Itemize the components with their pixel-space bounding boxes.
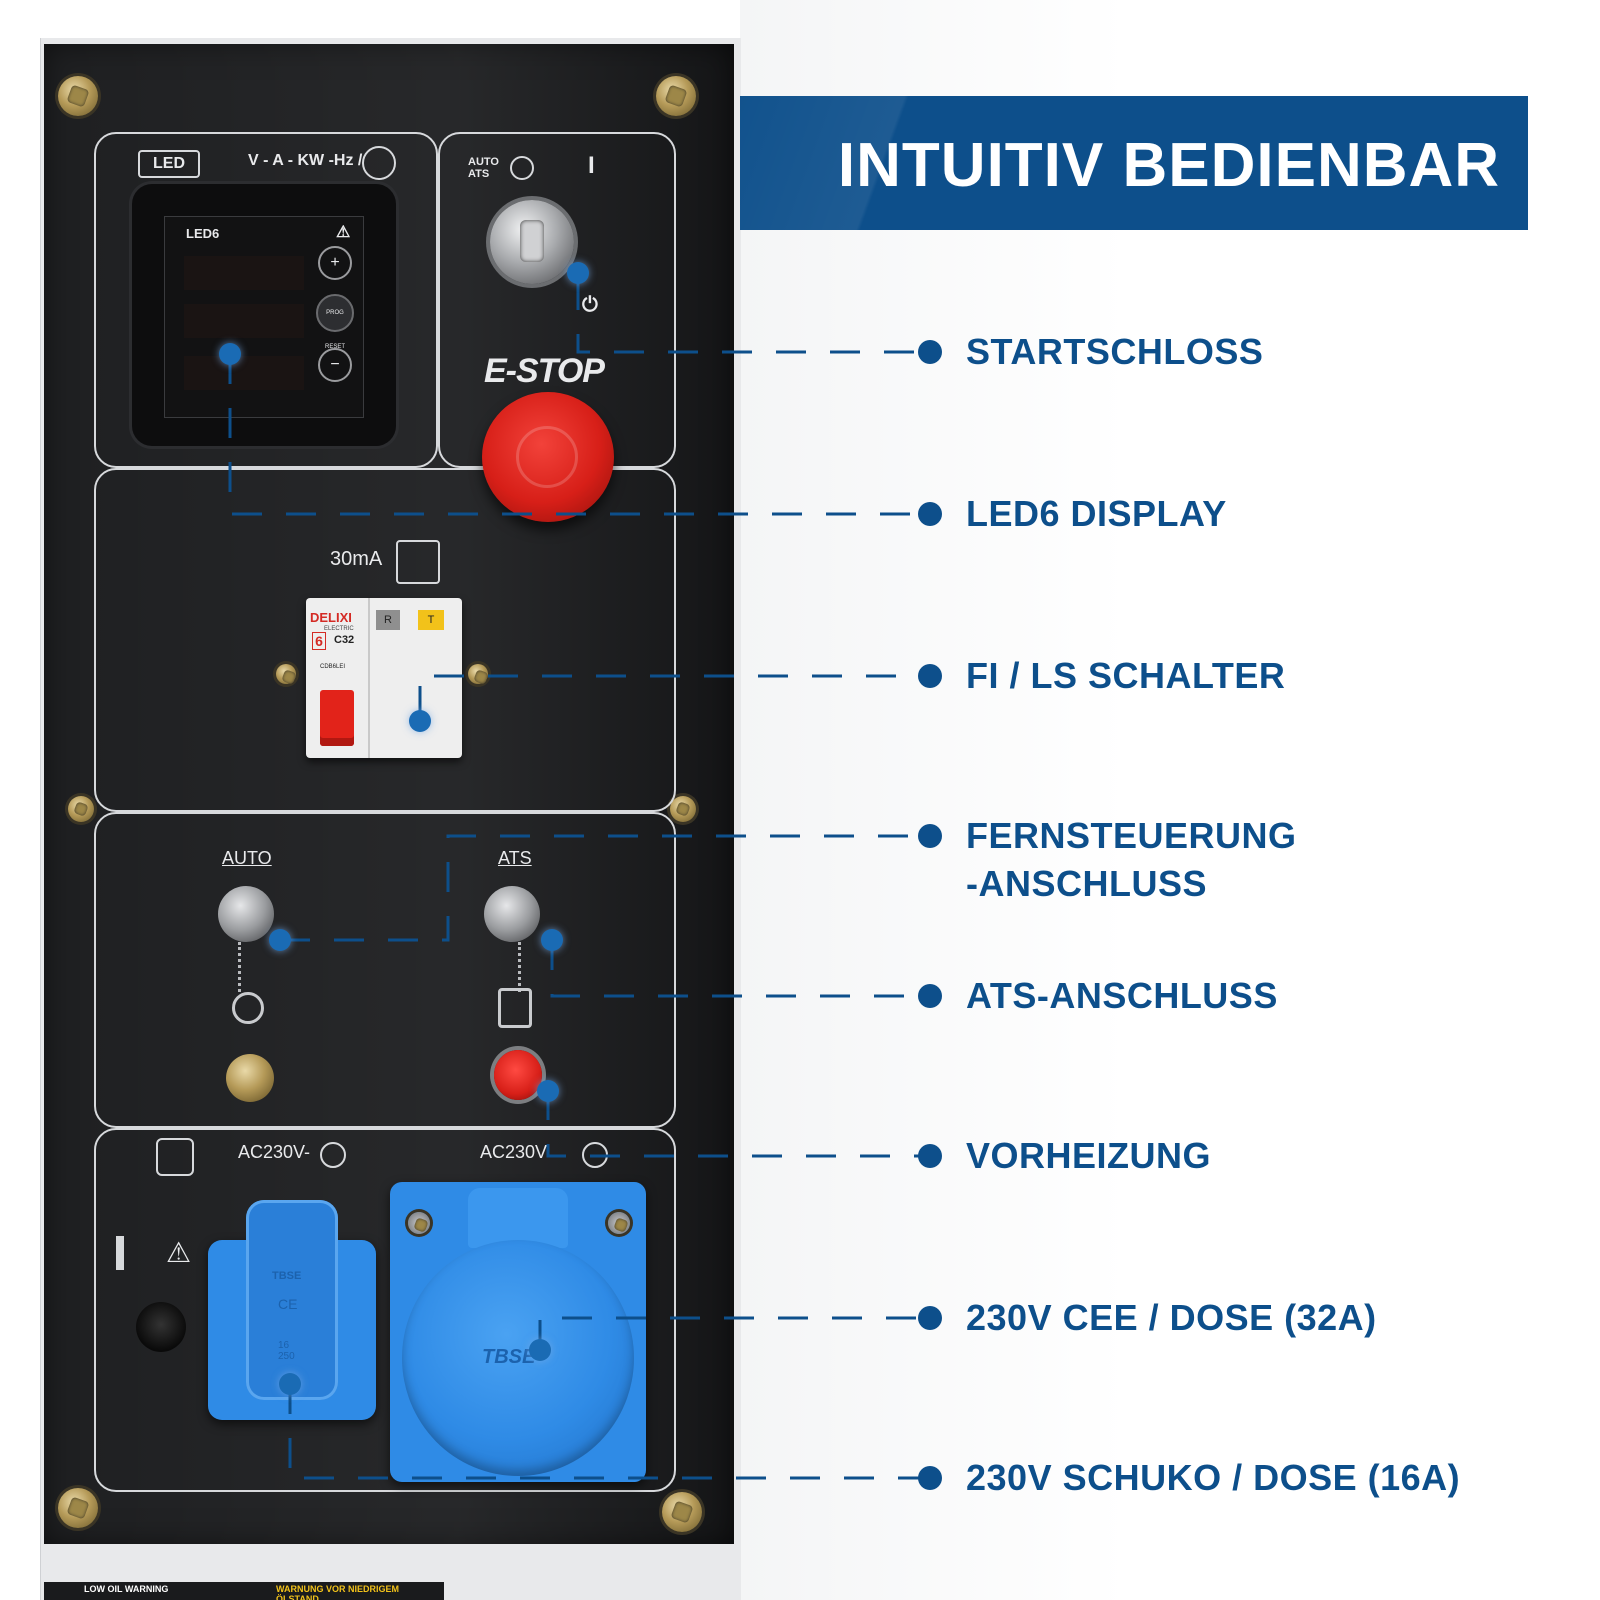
down-button[interactable]: − <box>318 348 352 382</box>
warning-icon: ⚠ <box>336 224 351 241</box>
breaker-toggle[interactable] <box>320 690 354 746</box>
callout-dot <box>918 664 942 688</box>
outlet-plug-icon <box>156 1138 194 1176</box>
callout-schuko-dose: 230V SCHUKO / DOSE (16A) <box>966 1457 1461 1498</box>
ats-port-label: ATS <box>498 848 532 868</box>
callout-fernsteuerung: FERNSTEUERUNG -ANSCHLUSS <box>966 815 1297 904</box>
header-banner: INTUITIV BEDIENBAR <box>740 96 1528 230</box>
callout-fi-ls-schalter: FI / LS SCHALTER <box>966 655 1286 696</box>
corner-screw <box>58 1488 98 1528</box>
callout-dot <box>918 1466 942 1490</box>
callout-dot <box>918 502 942 526</box>
ground-terminal[interactable] <box>226 1054 274 1102</box>
key-switch[interactable] <box>490 200 574 284</box>
callout-vorheizung: VORHEIZUNG <box>966 1135 1212 1176</box>
marker-vorheizung <box>537 1080 559 1102</box>
auto-port-cap-chain <box>238 942 251 992</box>
estop-button[interactable] <box>482 392 614 522</box>
breaker-screw <box>276 664 296 684</box>
marker-cee <box>529 1339 551 1361</box>
background <box>740 0 1600 1600</box>
warning-de: WARNUNG VOR NIEDRIGEM ÖLSTAND <box>276 1584 400 1600</box>
display-digits-2 <box>184 304 304 338</box>
schuko-lid[interactable] <box>246 1200 338 1400</box>
rcd-test-t[interactable]: T <box>418 610 444 630</box>
estop-arrow-ring <box>516 426 578 488</box>
up-button[interactable]: + <box>318 246 352 280</box>
auto-port-cap[interactable] <box>232 992 264 1024</box>
breaker-pole: 6 <box>312 632 326 650</box>
display-digits-1 <box>184 256 304 290</box>
callout-dot <box>918 824 942 848</box>
cee-screw <box>408 1212 430 1234</box>
breaker-rating: C32 <box>334 634 355 646</box>
schuko-brand: TBSE <box>272 1270 302 1282</box>
corner-screw <box>662 1492 702 1532</box>
cee-brand: TBSE <box>482 1346 536 1368</box>
auto-port-label: AUTO <box>222 848 272 868</box>
breaker-model: CDB6LEI <box>320 664 346 670</box>
warning-en: LOW OIL WARNING <box>84 1584 169 1594</box>
key-slot <box>520 220 544 262</box>
breaker-divider <box>368 598 370 758</box>
estop-label: E-STOP <box>484 352 605 390</box>
cee-lid-top <box>468 1188 568 1248</box>
marker-ats <box>541 929 563 951</box>
fi-ls-breaker[interactable]: DELIXI ELECTRIC 6 C32 CDB6LEI R T <box>306 598 462 758</box>
led6-display: LED6 ⚠ + PROG RESET − <box>132 184 396 446</box>
marker-schuko <box>279 1373 301 1395</box>
port-zone <box>94 812 676 1128</box>
breaker-sub: ELECTRIC <box>324 626 354 632</box>
outlet-zone <box>94 1128 676 1492</box>
preheat-button[interactable] <box>494 1050 542 1100</box>
rcd-reset-r[interactable]: R <box>376 610 400 630</box>
rcd-diagram-icon <box>396 540 440 584</box>
led-badge: LED <box>138 150 200 178</box>
rcd-rating: 30mA <box>330 548 383 570</box>
marker-startschloss <box>567 262 589 284</box>
callout-dot <box>918 984 942 1008</box>
right-ac-label: AC230V <box>480 1142 548 1162</box>
display-digits-3 <box>184 356 304 390</box>
warning-strip: LOW OIL WARNING WARNUNG VOR NIEDRIGEM ÖL… <box>44 1582 444 1600</box>
auto-port[interactable] <box>218 886 274 942</box>
callout-ats-anschluss: ATS-ANSCHLUSS <box>966 975 1278 1016</box>
breaker-brand: DELIXI <box>310 610 352 625</box>
meter-units: V - A - KW -Hz / <box>248 152 363 169</box>
callout-cee-dose: 230V CEE / DOSE (32A) <box>966 1297 1377 1338</box>
callout-dot <box>918 340 942 364</box>
page-title: INTUITIV BEDIENBAR <box>837 131 1501 200</box>
ats-cap[interactable] <box>498 988 532 1028</box>
auto-position-icon <box>510 156 534 180</box>
fuse-knob[interactable] <box>136 1302 186 1352</box>
outlet-switch-icon <box>116 1236 162 1270</box>
marker-fernsteuerung <box>269 929 291 951</box>
meter-mode-icon <box>362 146 396 180</box>
schuko-rating: 16 250 <box>278 1340 295 1362</box>
breaker-screw <box>468 664 488 684</box>
ats-port-cap-chain <box>518 942 531 992</box>
run-position-label: I <box>588 152 595 179</box>
schuko-ce: CE <box>278 1296 298 1312</box>
cee-screw <box>608 1212 630 1234</box>
marker-led6 <box>219 343 241 365</box>
left-ac-symbol <box>320 1142 346 1168</box>
panel-screw <box>670 796 696 822</box>
corner-screw <box>58 76 98 116</box>
power-off-icon: ⏻ <box>582 294 598 316</box>
corner-screw <box>656 76 696 116</box>
callout-dot <box>918 1144 942 1168</box>
callout-dot <box>918 1306 942 1330</box>
callout-led6-display: LED6 DISPLAY <box>966 493 1227 534</box>
auto-ats-label: AUTO ATS <box>468 156 499 180</box>
marker-fi-ls <box>409 710 431 732</box>
display-model: LED6 <box>186 226 220 241</box>
left-ac-label: AC230V- <box>238 1142 311 1162</box>
prog-reset-button[interactable]: PROG RESET <box>316 294 354 350</box>
caution-icon: ⚠ <box>166 1237 192 1268</box>
ats-port[interactable] <box>484 886 540 942</box>
right-ac-symbol <box>582 1142 608 1168</box>
panel-screw <box>68 796 94 822</box>
callout-startschloss: STARTSCHLOSS <box>966 331 1264 372</box>
